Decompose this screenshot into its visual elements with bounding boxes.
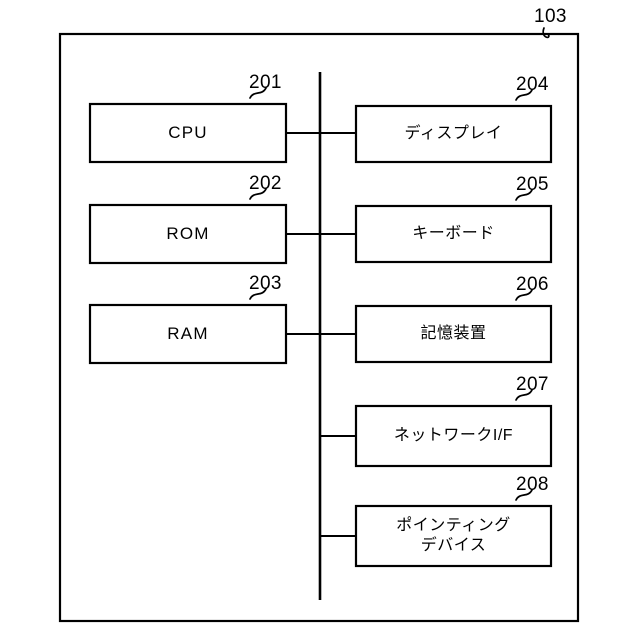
leader-line-206 <box>515 289 533 301</box>
ref-number-202: 202 <box>249 173 282 194</box>
ref-number-205: 205 <box>516 174 549 195</box>
block-label-ram: RAM <box>167 324 209 344</box>
leader-line-203 <box>249 288 267 300</box>
ref-number-201: 201 <box>249 72 282 93</box>
block-label-network: ネットワークI/F <box>393 426 514 444</box>
ref-number-204: 204 <box>516 74 549 95</box>
leader-line-201 <box>249 87 267 99</box>
block-label-keyboard: キーボード <box>412 224 495 242</box>
leader-line-204 <box>515 89 533 101</box>
block-rect-keyboard[interactable] <box>354 204 553 264</box>
block-label-rom: ROM <box>166 224 210 244</box>
ref-number-206: 206 <box>516 274 549 295</box>
block-label-cpu: CPU <box>168 123 208 143</box>
leader-line-208 <box>515 489 533 501</box>
block-label-pointing: ポインティング デバイス <box>396 516 511 554</box>
block-rect-network[interactable] <box>354 404 553 468</box>
block-rect-storage[interactable] <box>354 304 553 364</box>
block-rect-pointing[interactable] <box>354 504 553 568</box>
ref-number-208: 208 <box>516 474 549 495</box>
ref-number-103: 103 <box>534 6 567 27</box>
ref-number-207: 207 <box>516 374 549 395</box>
block-rect-rom[interactable] <box>88 203 288 265</box>
block-rect-ram[interactable] <box>88 303 288 365</box>
leader-line-205 <box>515 189 533 201</box>
leader-line-103 <box>542 27 579 39</box>
block-label-storage: 記憶装置 <box>420 324 487 342</box>
block-label-display: ディスプレイ <box>404 124 503 142</box>
outer-frame-rect <box>58 32 580 623</box>
block-rect-cpu[interactable] <box>88 102 288 164</box>
ref-number-203: 203 <box>249 273 282 294</box>
leader-line-202 <box>249 188 267 200</box>
leader-line-207 <box>515 389 533 401</box>
block-rect-display[interactable] <box>354 104 553 164</box>
